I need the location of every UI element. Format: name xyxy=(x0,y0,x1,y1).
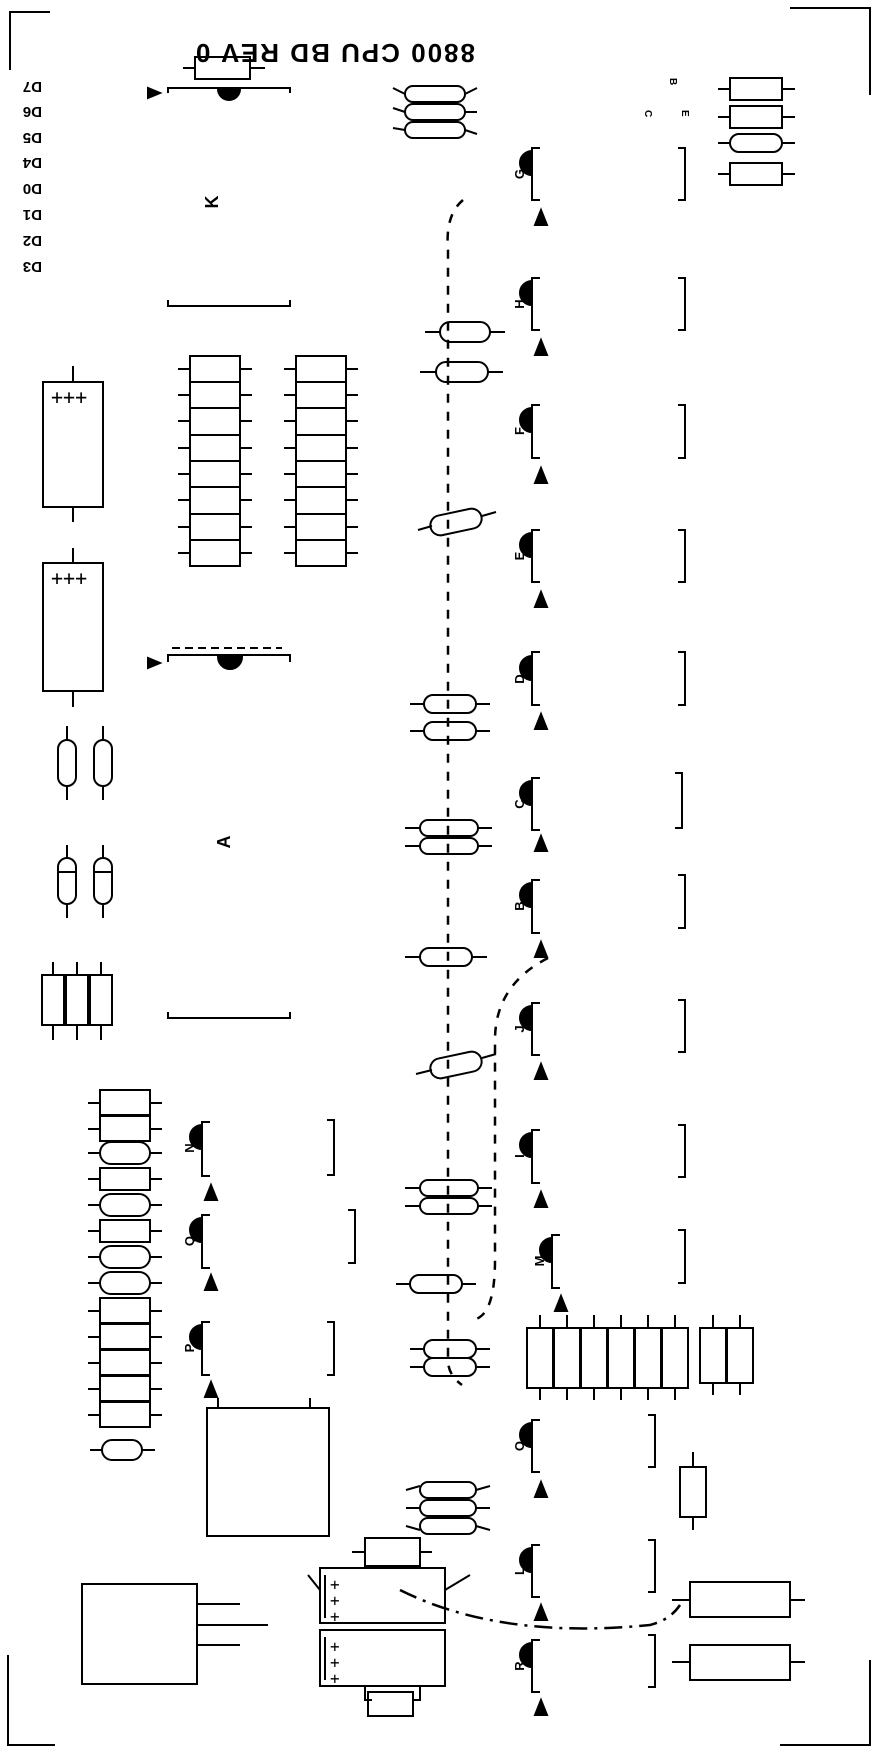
resistor-stack-left-bottom xyxy=(88,1089,162,1461)
socket-label-m: M xyxy=(532,1256,547,1267)
socket-label-n: N xyxy=(182,1143,197,1152)
resistor-row-bottom xyxy=(526,1315,754,1400)
resistor-ladder-left xyxy=(178,355,252,567)
socket-label-l: L xyxy=(512,1567,527,1575)
board-title: 8800 CPU BD REV 0 xyxy=(194,38,475,68)
data-label-d4: D4 xyxy=(22,154,42,171)
area-label-k: K xyxy=(202,196,222,209)
capacitor-lower: +++ xyxy=(42,548,104,707)
data-bus-labels: D7 D6 D5 D4 D0 D1 D2 D3 xyxy=(22,78,42,275)
svg-text:+: + xyxy=(330,1669,340,1688)
diodes-left xyxy=(57,726,113,918)
socket-markers-left xyxy=(189,1119,356,1398)
data-label-d0: D0 xyxy=(23,180,42,197)
data-label-d2: D2 xyxy=(23,232,42,249)
data-label-d5: D5 xyxy=(23,129,42,146)
socket-label-p: P xyxy=(182,1343,197,1352)
socket-labels: G H F E D C B J I M O L R N Q P xyxy=(182,169,547,1671)
socket-label-i: I xyxy=(512,1154,527,1158)
svg-text:+: + xyxy=(330,1653,340,1672)
socket-label-j: J xyxy=(512,1025,527,1032)
small-label-b: B xyxy=(667,78,678,85)
resistor-group-top-right xyxy=(718,77,795,186)
ic-outline-k xyxy=(147,56,291,307)
socket-label-o: O xyxy=(512,1441,527,1451)
small-label-c: C xyxy=(642,110,653,117)
regulator-block xyxy=(206,1398,330,1537)
resistor-stack-top xyxy=(392,85,478,139)
corner-marks xyxy=(7,7,871,1746)
svg-text:+: + xyxy=(330,1637,340,1656)
central-resistors xyxy=(396,321,505,1535)
socket-label-d: D xyxy=(512,674,527,683)
svg-text:+: + xyxy=(330,1575,340,1594)
data-label-d6: D6 xyxy=(23,103,42,120)
socket-label-b: B xyxy=(512,901,527,910)
svg-text:+: + xyxy=(330,1607,340,1626)
small-label-e: E xyxy=(679,110,690,117)
socket-right-brackets xyxy=(648,147,686,1688)
socket-label-c: C xyxy=(512,799,527,809)
svg-text:+: + xyxy=(330,1591,340,1610)
socket-label-e: E xyxy=(512,551,527,560)
capacitor-pair-bottom: + + + + + + xyxy=(307,1537,471,1717)
svg-text:+++: +++ xyxy=(51,385,87,409)
socket-label-h: H xyxy=(512,299,527,308)
area-label-a: A xyxy=(214,836,234,849)
data-label-d3: D3 xyxy=(23,258,42,275)
ic-outline-a xyxy=(147,647,291,1019)
capacitor-upper: +++ xyxy=(42,366,104,522)
svg-text:+++: +++ xyxy=(51,566,87,590)
data-label-d1: D1 xyxy=(23,206,42,223)
socket-label-g: G xyxy=(512,169,527,179)
data-label-d7: D7 xyxy=(23,78,42,95)
transistor-block xyxy=(81,1583,268,1685)
socket-markers-right xyxy=(519,147,569,1716)
dashed-trace xyxy=(399,199,682,1630)
bottom-right-components xyxy=(672,1452,805,1681)
socket-label-f: F xyxy=(512,427,527,435)
socket-label-q: Q xyxy=(182,1236,197,1246)
socket-label-r: R xyxy=(512,1661,527,1671)
resistor-block-left xyxy=(41,962,113,1040)
resistor-ladder-right xyxy=(284,355,358,567)
